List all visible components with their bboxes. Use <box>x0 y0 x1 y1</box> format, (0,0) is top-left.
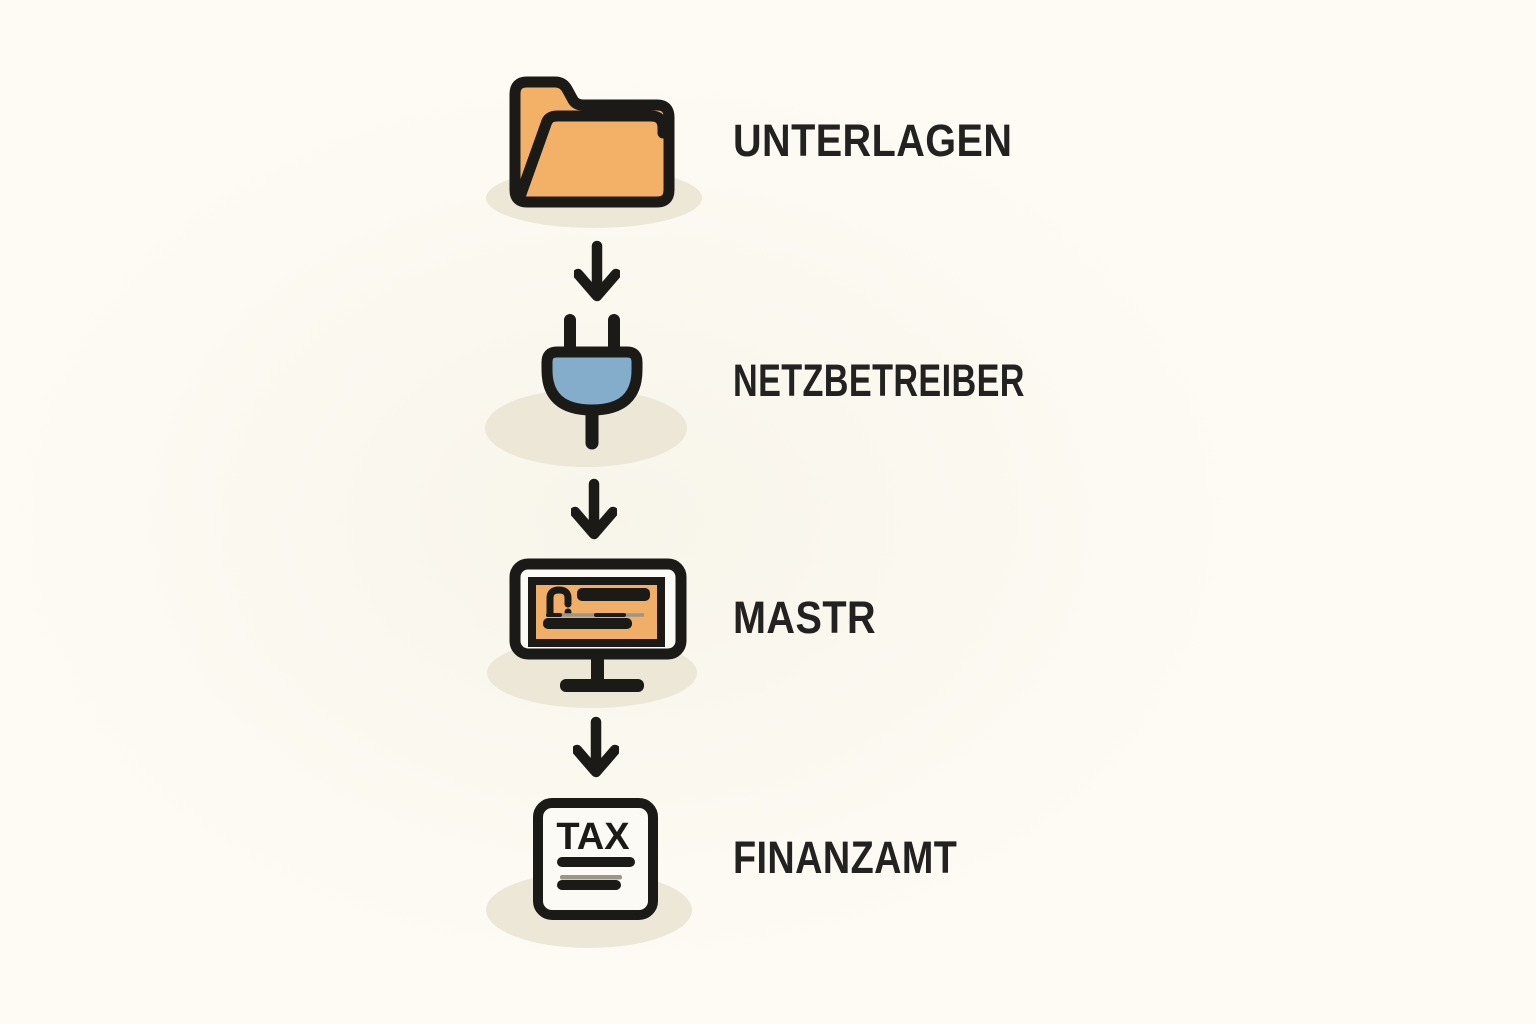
monitor-icon <box>508 553 688 698</box>
tax-label: TAX <box>556 816 630 858</box>
folder-icon <box>509 74 679 208</box>
tax-document-icon: TAX <box>526 791 666 925</box>
arrow-down-icon <box>571 716 621 787</box>
step-label-unterlagen: UNTERLAGEN <box>733 115 1013 166</box>
step-label-mastr: MASTR <box>733 592 876 643</box>
plug-icon <box>538 312 658 457</box>
step-label-finanzamt: FINANZAMT <box>733 832 958 883</box>
arrow-down-icon <box>569 478 619 549</box>
arrow-down-icon <box>572 240 622 311</box>
step-label-netzbetreiber: NETZBETREIBER <box>733 355 1025 406</box>
